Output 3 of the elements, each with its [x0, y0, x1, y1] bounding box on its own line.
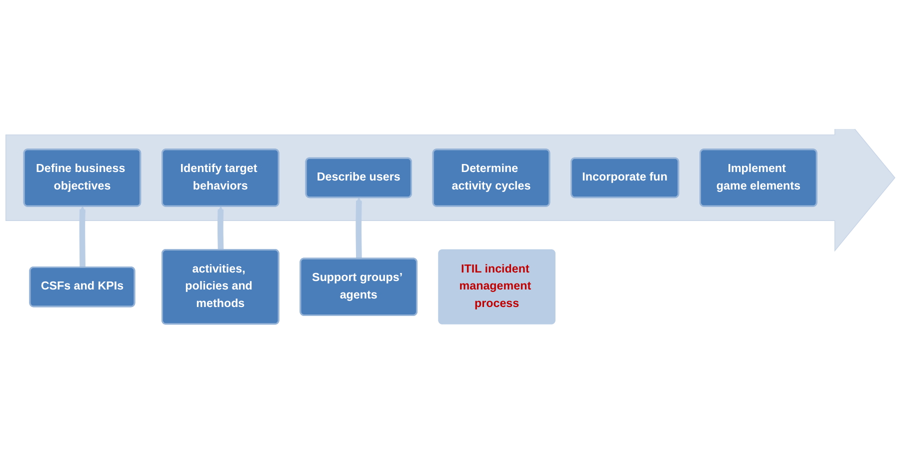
arrow	[217, 206, 224, 250]
arrow	[356, 197, 362, 258]
arrow	[79, 206, 86, 268]
